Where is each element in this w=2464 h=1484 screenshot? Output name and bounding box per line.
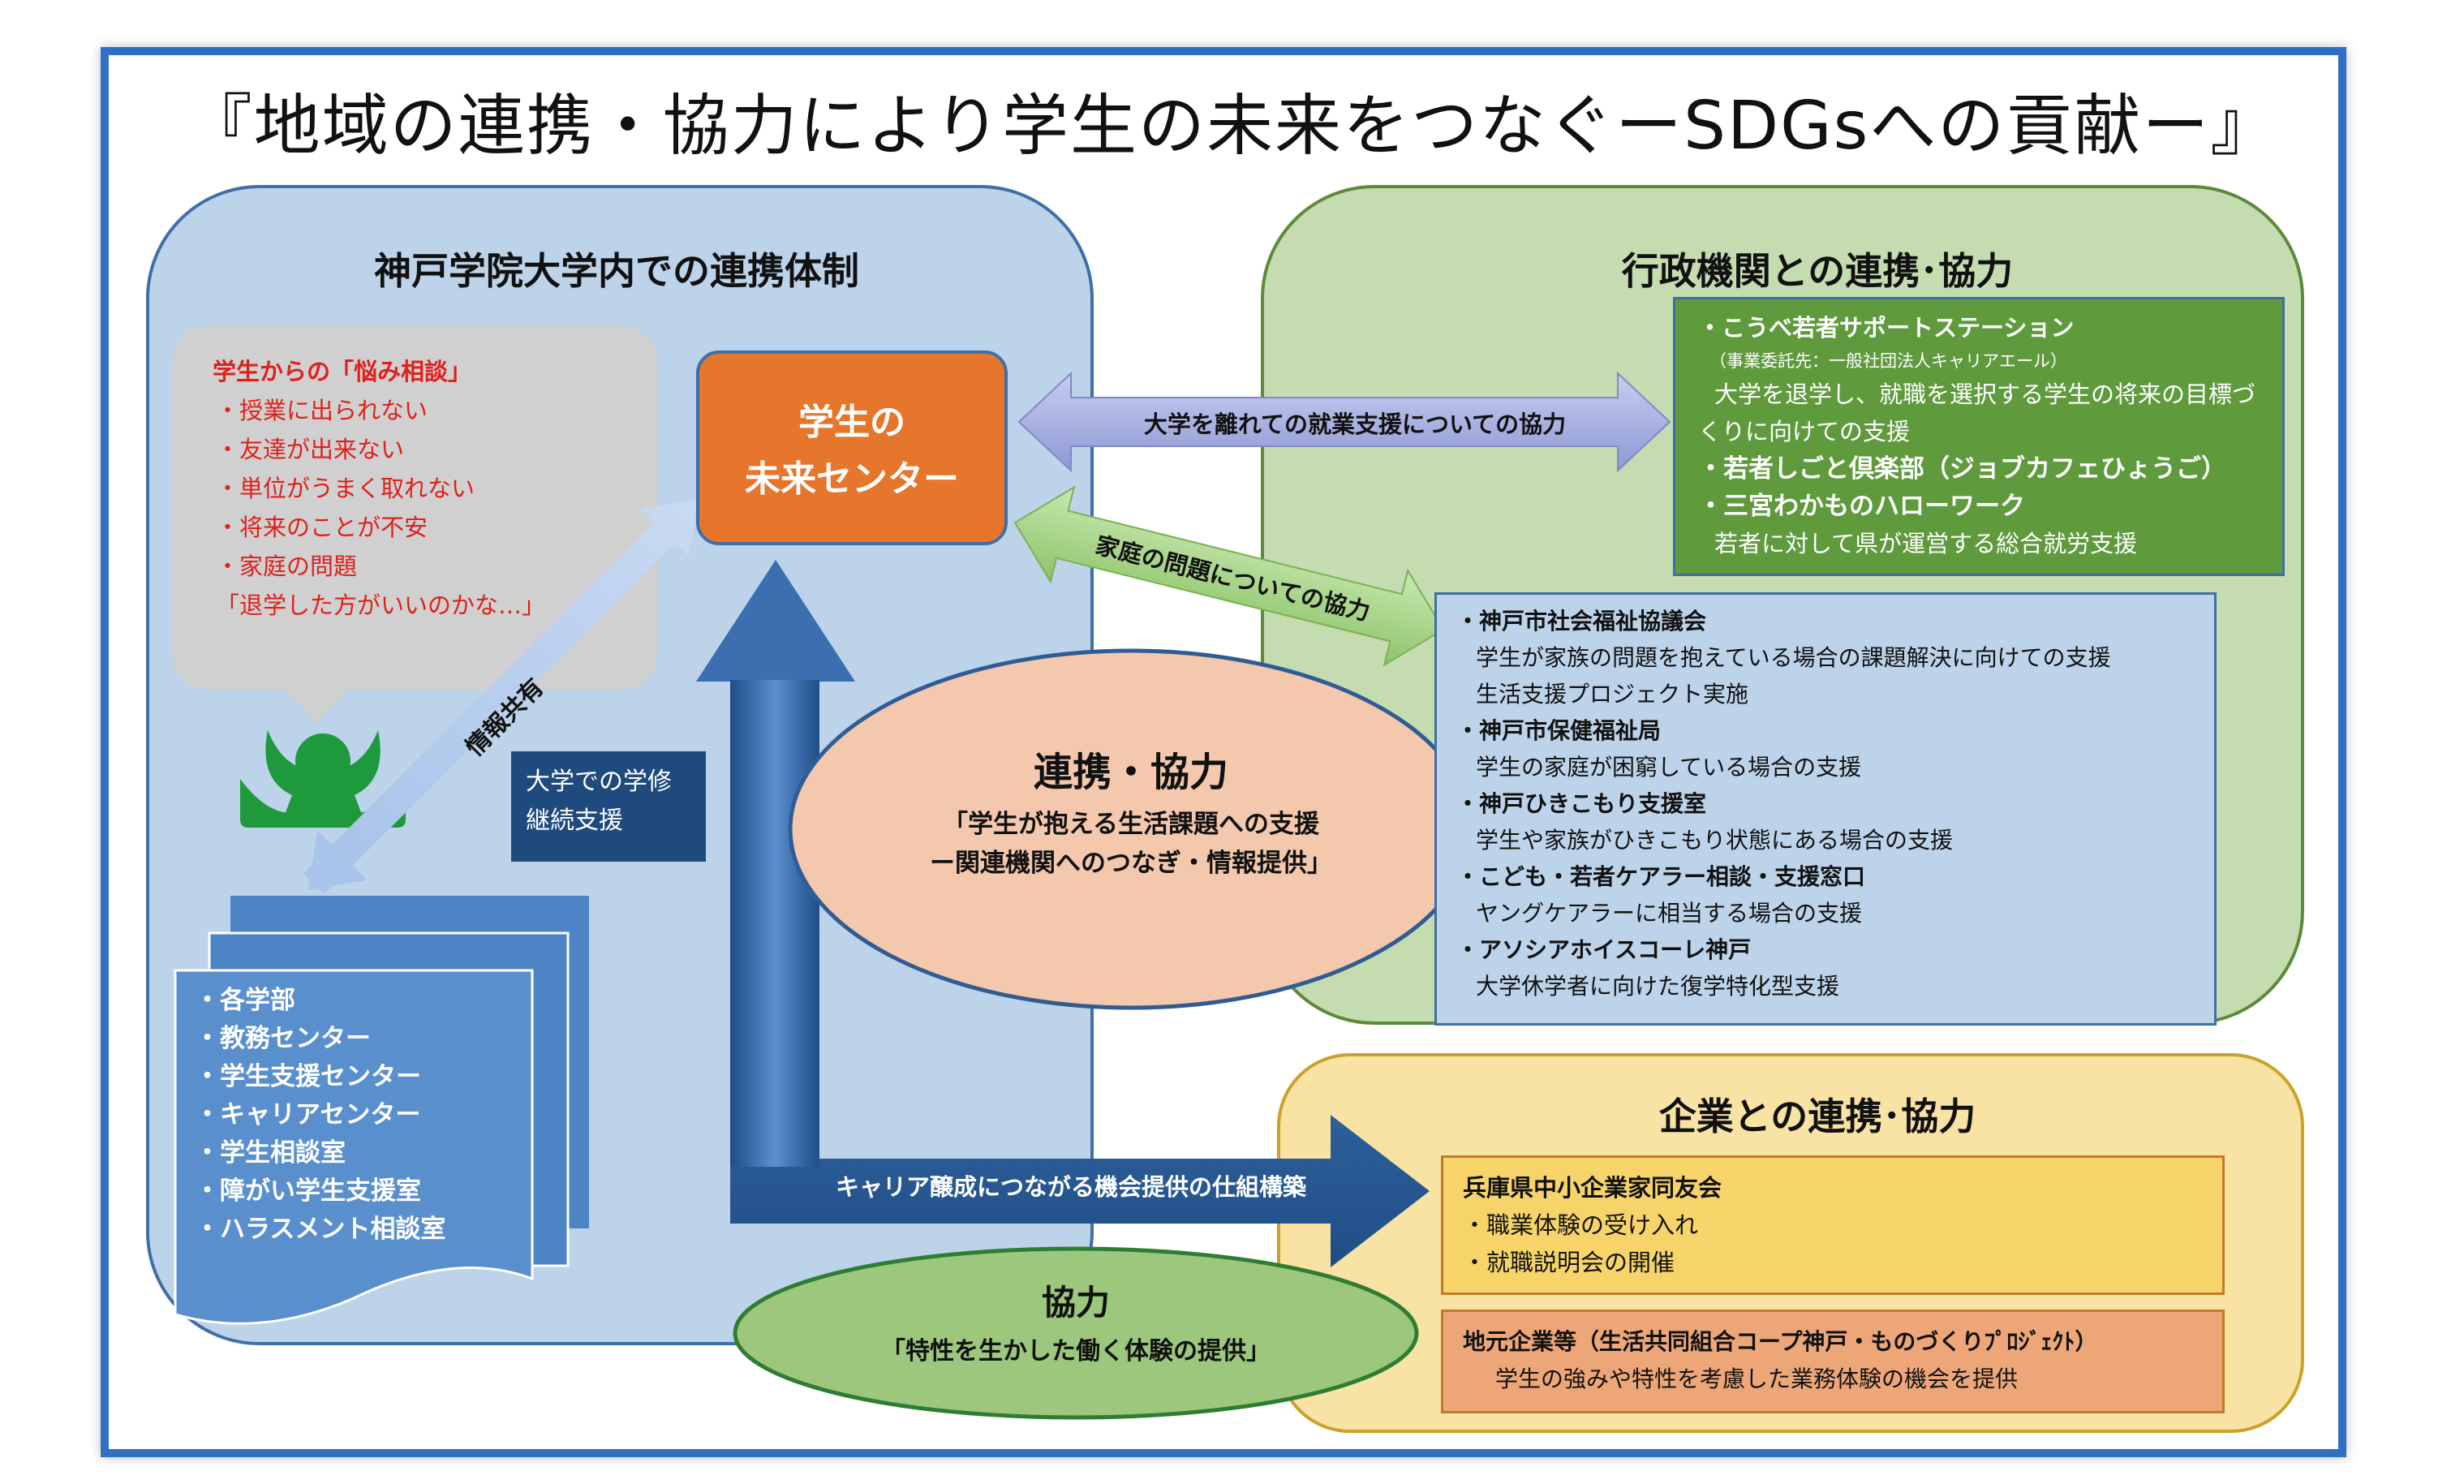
study-support-line: 継続支援: [526, 807, 623, 835]
cooperation-desc: 「学生が抱える生活課題への支援 ー関連機関へのつなぎ・情報提供」: [855, 805, 1407, 883]
welfare-org: ・神戸市保健福祉局: [1456, 717, 1662, 744]
department-item: ・ハラスメント相談室: [195, 1215, 446, 1244]
welfare-desc: 大学休学者に向けた復学特化型支援: [1476, 973, 1840, 1000]
local-companies-desc: 学生の強みや特性を考慮した業務体験の機会を提供: [1495, 1366, 2019, 1392]
career-arrow-label: キャリア醸成につながる機会提供の仕組構築: [835, 1173, 1306, 1201]
welfare-org: ・アソシアホイスコーレ神戸: [1456, 936, 1752, 963]
cooperation-line: ー関連機関へのつなぎ・情報提供」: [930, 849, 1332, 878]
department-item: ・教務センター: [195, 1024, 371, 1053]
future-center-line: 未来センター: [745, 458, 959, 500]
kobe-support-station-sub: （事業委託先：一般社団法人キャリアエール）: [1709, 351, 2067, 371]
worry-item: ・家庭の問題: [216, 553, 358, 580]
university-title: 神戸学院大学内での連携体制: [374, 249, 859, 293]
speech-bubble: [172, 326, 657, 722]
hyogo-association-name: 兵庫県中小企業家同友会: [1463, 1174, 1722, 1202]
career-arrow: [696, 560, 1430, 1267]
department-documents: [174, 896, 589, 1325]
wakamono-shigoto-club: ・若者しごと倶楽部（ジョブカフェひょうご）: [1698, 454, 2226, 484]
department-item: ・学生相談室: [195, 1138, 346, 1168]
cooperation-line: 「学生が抱える生活課題への支援: [942, 810, 1320, 839]
sannomiya-hellowork: ・三宮わかものハローワーク: [1698, 492, 2025, 521]
kobe-support-station: ・こうべ若者サポートステーション: [1698, 314, 2075, 342]
welfare-org: ・こども・若者ケアラー相談・支援窓口: [1456, 863, 1866, 890]
hyogo-association-item: ・就職説明会の開催: [1463, 1249, 1675, 1276]
corporate-title: 企業との連携･協力: [1658, 1095, 1976, 1138]
study-support-line: 大学での学修: [526, 768, 672, 796]
worry-item: 「退学した方がいいのかな…」: [216, 591, 546, 619]
department-item: ・各学部: [195, 986, 295, 1015]
welfare-desc: 学生が家族の問題を抱えている場合の課題解決に向けての支援: [1476, 644, 2111, 671]
worry-heading: 学生からの「悩み相談」: [213, 358, 472, 385]
government-title: 行政機関との連携･協力: [1621, 249, 2014, 293]
kyoryoku-desc: 「特性を生かした働く体験の提供」: [881, 1337, 1271, 1366]
kobe-support-station-desc: くりに向けての支援: [1698, 418, 1911, 445]
kyoryoku-ellipse: [733, 1246, 1419, 1420]
future-center-box: 学生の 未来センター: [696, 351, 1008, 545]
welfare-desc: ヤングケアラーに相当する場合の支援: [1476, 900, 1863, 927]
department-item: ・学生支援センター: [195, 1062, 421, 1091]
welfare-desc: 学生の家庭が困窮している場合の支援: [1476, 754, 1862, 781]
worry-item: ・授業に出られない: [216, 397, 428, 424]
hyogo-association-box: 兵庫県中小企業家同友会 ・職業体験の受け入れ ・就職説明会の開催: [1441, 1155, 2225, 1295]
worry-list: 学生からの「悩み相談」 ・授業に出られない ・友達が出来ない ・単位がうまく取れ…: [213, 352, 545, 625]
page-title: 『地域の連携・協力により学生の未来をつなぐーSDGsへの貢献ー』: [185, 88, 2279, 165]
sannomiya-hellowork-desc: 若者に対して県が運営する総合就労支援: [1714, 530, 2138, 557]
cooperation-title: 連携・協力: [1033, 750, 1228, 795]
future-center-line: 学生の: [798, 402, 905, 443]
local-companies-box: 地元企業等（生活共同組合コープ神戸・ものづくりﾌﾟﾛｼﾞｪｸﾄ） 学生の強みや特…: [1441, 1310, 2225, 1413]
study-support-box: 大学での学修 継続支援: [511, 751, 706, 862]
youth-support-box: ・こうべ若者サポートステーション （事業委託先：一般社団法人キャリアエール） 大…: [1673, 297, 2285, 576]
kyoryoku-title: 協力: [1041, 1283, 1110, 1323]
worry-item: ・単位がうまく取れない: [216, 475, 475, 502]
local-companies-name: 地元企業等（生活共同組合コープ神戸・ものづくりﾌﾟﾛｼﾞｪｸﾄ）: [1463, 1328, 2098, 1355]
hyogo-association-item: ・職業体験の受け入れ: [1463, 1211, 1699, 1239]
welfare-org: ・神戸市社会福祉協議会: [1456, 608, 1707, 634]
kobe-support-station-desc: 大学を退学し、就職を選択する学生の将来の目標づ: [1714, 381, 2256, 408]
welfare-box: ・神戸市社会福祉協議会 学生が家族の問題を抱えている場合の課題解決に向けての支援…: [1434, 592, 2217, 1026]
worry-item: ・将来のことが不安: [216, 514, 428, 541]
welfare-desc: 学生や家族がひきこもり状態にある場合の支援: [1476, 827, 1954, 854]
department-list: ・各学部 ・教務センター ・学生支援センター ・キャリアセンター ・学生相談室 …: [195, 982, 445, 1249]
department-item: ・キャリアセンター: [195, 1100, 421, 1129]
employment-arrow: [1017, 371, 1671, 473]
department-item: ・障がい学生支援室: [195, 1176, 421, 1206]
welfare-desc: 生活支援プロジェクト実施: [1476, 681, 1749, 708]
welfare-org: ・神戸ひきこもり支援室: [1456, 790, 1707, 817]
worry-item: ・友達が出来ない: [216, 436, 405, 463]
info-share-arrow: [303, 499, 699, 895]
employment-arrow-label: 大学を離れての就業支援についての協力: [1143, 411, 1567, 438]
